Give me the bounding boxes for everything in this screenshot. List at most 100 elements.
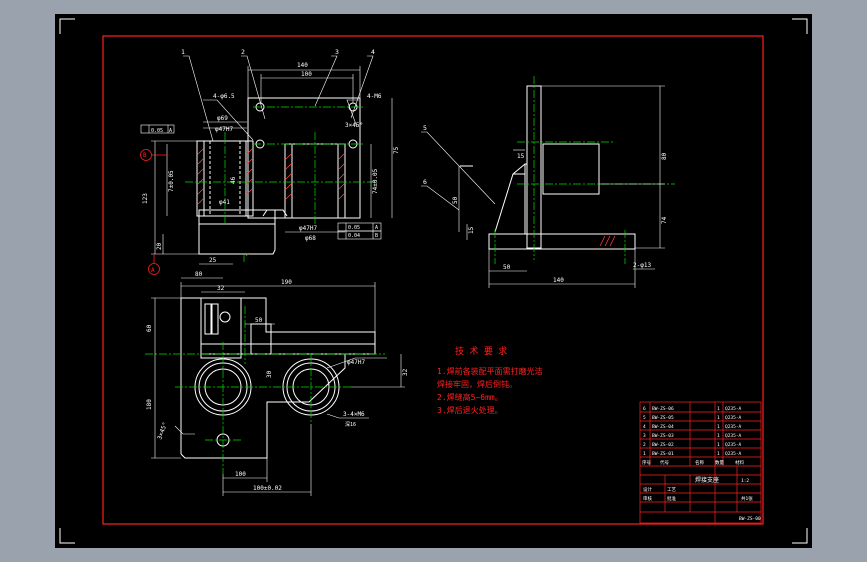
dim-phi68: φ68 xyxy=(305,235,316,242)
tol-flat-ref: A xyxy=(169,128,172,134)
plan-dim-100b: 100±0.02 xyxy=(253,485,282,492)
tb-title: 焊接支座 xyxy=(695,476,719,484)
side-dim-15b: 15 xyxy=(468,226,475,234)
datum-a: A xyxy=(151,267,155,274)
plan-dim-30: 30 xyxy=(266,370,273,378)
tb-row-6-code: BW-ZS-01 xyxy=(652,451,674,457)
dim-right: 74±0.05 xyxy=(372,168,379,194)
side-dim-74: 74 xyxy=(661,216,668,224)
tb-row-4-qty: 1 xyxy=(717,433,720,439)
plan-dim-32b: 32 xyxy=(402,368,409,376)
plan-dim-chamfer: 3×45° xyxy=(156,421,169,440)
dim-123: 123 xyxy=(142,193,149,204)
tb-row-4-mat: Q235-A xyxy=(725,433,742,439)
plan-dim-60: 60 xyxy=(146,324,153,332)
tb-row-1-qty: 1 xyxy=(717,406,720,412)
dim-phi69: φ69 xyxy=(217,115,228,122)
tb-row-6-mat: Q235-A xyxy=(725,451,742,457)
dim-4-phi6-5: 4-φ6.5 xyxy=(213,93,235,100)
plan-dim-190: 190 xyxy=(281,279,292,286)
leader-6: 6 xyxy=(423,178,427,186)
cad-viewport[interactable]: 1 2 3 4 5 6 B A 140 100 4-φ6.5 4-M6 φ69 … xyxy=(55,14,812,548)
tb-row-3-qty: 1 xyxy=(717,424,720,430)
dim-20: 20 xyxy=(156,242,163,250)
plan-dims: 80 190 32 50 60 φ47H7 30 32 180 3×45° 3-… xyxy=(146,271,409,492)
tb-sheet: 共1张 xyxy=(741,495,753,502)
tb-header-qty: 数量 xyxy=(715,459,724,466)
plan-dim-80: 80 xyxy=(195,271,203,278)
tb-row-2-code: BW-ZS-05 xyxy=(652,415,674,421)
notes-line4: 3.焊后退火处理。 xyxy=(437,405,503,415)
tb-row-5-code: BW-ZS-02 xyxy=(652,442,674,448)
leader-2: 2 xyxy=(241,48,245,56)
side-dim-15: 15 xyxy=(517,153,525,160)
tb-row-5-no: 2 xyxy=(643,442,646,448)
dim-phi41: φ41 xyxy=(219,199,230,206)
tb-header-name: 名称 xyxy=(695,459,704,466)
tb-designer: 设计 xyxy=(643,486,652,493)
tol-flat: 0.05 xyxy=(151,128,163,134)
plan-dim-50: 50 xyxy=(255,317,263,324)
plan-dim-holes: 3-4×M6 xyxy=(343,411,365,418)
tb-header-no: 序号 xyxy=(642,459,651,466)
tb-row-5-mat: Q235-A xyxy=(725,442,742,448)
tb-header-mat: 材料 xyxy=(735,459,744,466)
tb-checker: 审核 xyxy=(643,495,652,502)
technical-notes: 技 术 要 求 1.焊前各装配平面需打磨光洁 焊接牢固，焊后倒钝。 2.焊缝高5… xyxy=(437,345,543,415)
tb-process: 工艺 xyxy=(667,487,676,493)
tb-row-1-code: BW-ZS-06 xyxy=(652,406,674,412)
tb-row-3-no: 4 xyxy=(643,424,646,430)
notes-line1: 1.焊前各装配平面需打磨光洁 xyxy=(437,366,543,376)
dim-chamfer: 3×45° xyxy=(345,122,363,129)
leader-labels: 1 2 3 4 5 6 xyxy=(181,48,427,186)
sheet-border xyxy=(102,35,764,525)
tol-perp-ref: B xyxy=(375,233,378,239)
side-dim-50b: 50 xyxy=(503,264,511,271)
plan-dim-32: 32 xyxy=(217,285,225,292)
tol-perp: 0.04 xyxy=(348,233,360,239)
title-block-text: 6 BW-ZS-06 1 Q235-A 5 BW-ZS-05 1 Q235-A … xyxy=(642,406,761,522)
plan-dim-100: 100 xyxy=(235,471,246,478)
plan-dim-depth: 深16 xyxy=(345,421,356,428)
tb-row-4-no: 3 xyxy=(643,433,646,439)
tb-row-6-qty: 1 xyxy=(717,451,720,457)
side-dim-50: 50 xyxy=(452,196,459,204)
cad-drawing: 1 2 3 4 5 6 B A 140 100 4-φ6.5 4-M6 φ69 … xyxy=(59,18,808,544)
tb-row-2-mat: Q235-A xyxy=(725,415,742,421)
plan-dim-180: 180 xyxy=(146,399,153,410)
plan-dim-phi47h7: φ47H7 xyxy=(347,359,365,366)
dim-140: 140 xyxy=(297,62,308,69)
leader-5: 5 xyxy=(423,124,427,132)
dim-25: 25 xyxy=(209,257,217,264)
tb-row-4-code: BW-ZS-03 xyxy=(652,433,674,439)
tb-row-2-no: 5 xyxy=(643,415,646,421)
tb-header-code: 代号 xyxy=(660,459,669,466)
tb-row-3-code: BW-ZS-04 xyxy=(652,424,674,430)
title-block xyxy=(639,401,762,524)
tb-row-3-mat: Q235-A xyxy=(725,424,742,430)
side-dim-140: 140 xyxy=(553,277,564,284)
tb-row-1-no: 6 xyxy=(643,406,646,412)
dim-46: 46 xyxy=(230,176,237,184)
side-dim-80: 80 xyxy=(661,152,668,160)
tb-row-1-mat: Q235-A xyxy=(725,406,742,412)
front-dims: 140 100 4-φ6.5 4-M6 φ69 φ47H7 3×45° 0.05… xyxy=(142,62,400,264)
tb-scale: 1:2 xyxy=(741,478,749,484)
tb-row-5-qty: 1 xyxy=(717,442,720,448)
tol-par: 0.05 xyxy=(348,225,360,231)
dim-4-m6: 4-M6 xyxy=(367,93,382,100)
datum-labels: B A xyxy=(143,152,155,274)
dim-phi47h7-b: φ47H7 xyxy=(299,225,317,232)
tol-par-ref: A xyxy=(375,225,378,231)
tb-row-6-no: 1 xyxy=(643,451,646,457)
leader-1: 1 xyxy=(181,48,185,56)
leader-4: 4 xyxy=(371,48,375,56)
tb-approve: 批准 xyxy=(667,495,676,502)
notes-heading: 技 术 要 求 xyxy=(455,345,507,357)
front-view xyxy=(140,55,393,275)
dim-phi47h7: φ47H7 xyxy=(215,126,233,133)
notes-line2: 焊接牢固，焊后倒钝。 xyxy=(437,379,517,389)
datum-b: B xyxy=(143,152,147,159)
plan-view xyxy=(145,277,405,496)
dim-7: 7±0.05 xyxy=(168,170,175,192)
